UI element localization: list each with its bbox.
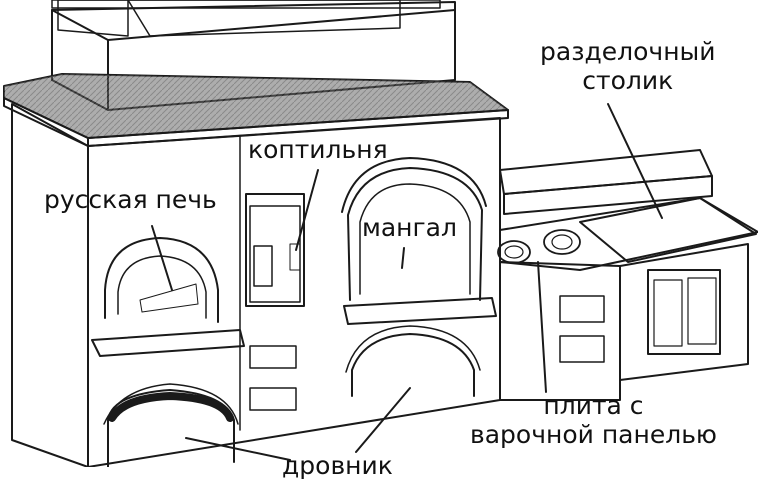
leader-smokehouse [295,169,319,251]
woodshed-opening [103,383,239,467]
right-counter [497,149,758,401]
leader-cooktop [537,261,547,393]
leader-woodshed-right [355,387,411,453]
label-cooktop-line1: плита с [543,391,644,420]
leader-woodshed-left [185,437,291,461]
leader-russian-stove [151,225,173,291]
russian-stove-opening [104,237,219,323]
label-cooktop-line2: варочной панелью [470,419,717,449]
leader-grill [401,247,405,269]
main-roof-slab [3,73,509,147]
label-cooktop: плита с варочной панелью [470,391,717,450]
label-grill: мангал [362,213,457,242]
leader-lines [151,103,663,461]
stove-shelf [91,329,245,357]
lower-grill-opening [345,325,481,397]
grill-opening [341,157,497,325]
label-cutting-table-line2: столик [582,65,674,95]
smokehouse-unit [245,193,305,411]
label-woodshed: дровник [282,451,393,480]
label-cutting-table-line1: разделочный [540,37,716,66]
label-russian-stove: русская печь [44,185,217,214]
leader-cutting-table [607,103,663,219]
label-smokehouse: коптильня [248,135,388,164]
sketch-drawing [3,0,758,467]
label-cutting-table: разделочный столик [540,37,716,96]
